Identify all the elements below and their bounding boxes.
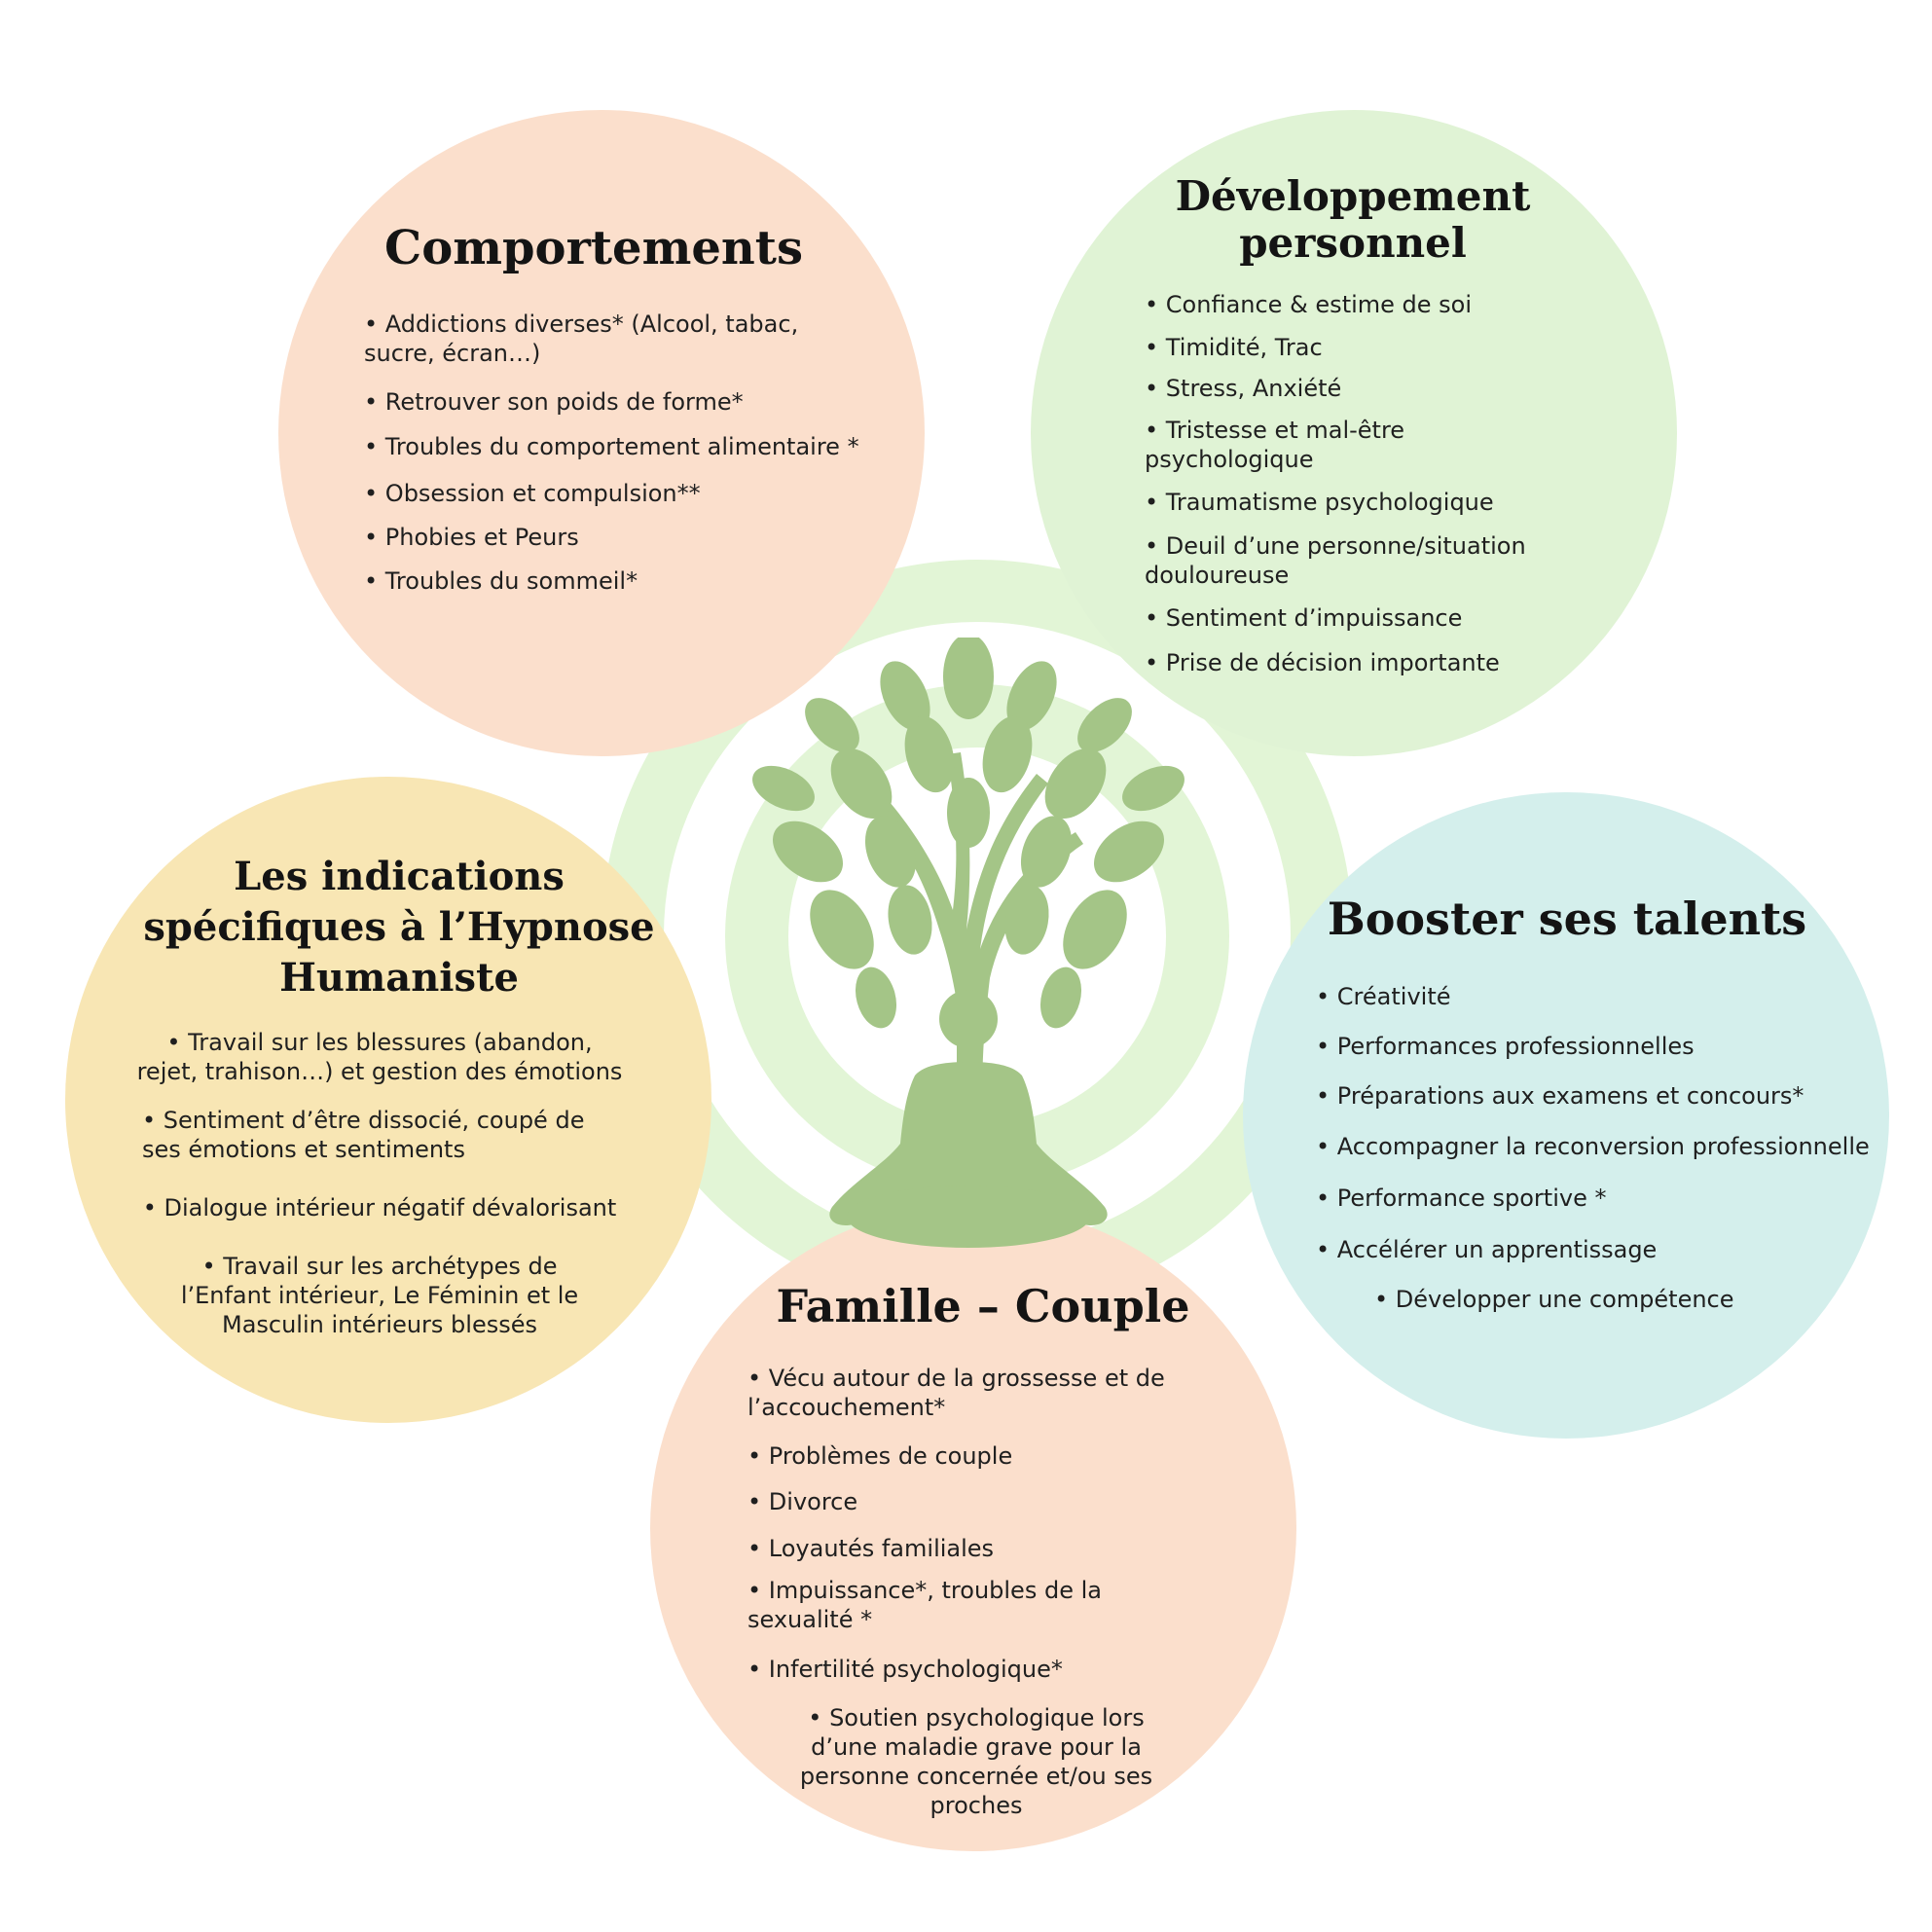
list-item: Retrouver son poids de forme* <box>364 387 870 417</box>
list-item: Dialogue intérieur négatif dévalorisant <box>136 1193 623 1222</box>
developpement-title-line2: personnel <box>1239 219 1467 268</box>
list-item: Sentiment d’être dissocié, coupé de ses … <box>136 1106 623 1164</box>
list-item: Troubles du sommeil* <box>364 566 870 596</box>
developpement-title-line1: Développement <box>1175 172 1531 220</box>
hypnose-list: Travail sur les blessures (abandon, reje… <box>136 1028 623 1339</box>
list-item: Performances professionnelles <box>1316 1032 1871 1061</box>
list-item: Deuil d’une personne/situation douloureu… <box>1145 531 1573 590</box>
tree-meditation-icon <box>752 638 1185 1248</box>
circle-talents <box>1243 792 1889 1439</box>
list-item: Obsession et compulsion** <box>364 479 870 508</box>
talents-title: Booster ses talents <box>1327 893 1807 945</box>
list-item: Divorce <box>747 1487 1215 1516</box>
talents-list: Créativité Performances professionnelles… <box>1316 982 1871 1314</box>
list-item: Vécu autour de la grossesse et de l’acco… <box>747 1364 1215 1422</box>
developpement-list: Confiance & estime de soi Timidité, Trac… <box>1145 290 1573 677</box>
famille-title: Famille – Couple <box>776 1280 1190 1332</box>
list-item: Timidité, Trac <box>1145 333 1573 362</box>
list-item: Soutien psychologique lors d’une maladie… <box>747 1703 1215 1820</box>
hypnose-title: Les indications spécifiques à l’Hypnose … <box>136 852 662 1003</box>
list-item: Impuissance*, troubles de la sexualité * <box>747 1576 1215 1634</box>
list-item: Tristesse et mal-être psychologique <box>1145 416 1573 474</box>
list-item: Développer une compétence <box>1316 1285 1871 1314</box>
hypnose-title-line2: spécifiques à l’Hypnose <box>143 904 655 950</box>
list-item: Accélérer un apprentissage <box>1316 1235 1871 1264</box>
list-item: Préparations aux examens et concours* <box>1316 1081 1871 1111</box>
comportements-title: Comportements <box>383 221 803 275</box>
list-item: Phobies et Peurs <box>364 523 870 552</box>
list-item: Problèmes de couple <box>747 1441 1215 1471</box>
list-item: Performance sportive * <box>1316 1184 1871 1213</box>
developpement-title: Développement personnel <box>1110 172 1596 268</box>
hypnose-title-line1: Les indications <box>234 854 565 899</box>
hypnose-title-line3: Humaniste <box>279 955 519 1001</box>
list-item: Créativité <box>1316 982 1871 1011</box>
list-item: Sentiment d’impuissance <box>1145 603 1573 633</box>
list-item: Stress, Anxiété <box>1145 374 1573 403</box>
list-item: Travail sur les archétypes de l’Enfant i… <box>136 1252 623 1339</box>
comportements-list: Addictions diverses* (Alcool, tabac, suc… <box>364 310 870 596</box>
list-item: Accompagner la reconversion professionne… <box>1316 1132 1871 1161</box>
list-item: Addictions diverses* (Alcool, tabac, suc… <box>364 310 870 368</box>
list-item: Travail sur les blessures (abandon, reje… <box>136 1028 623 1086</box>
list-item: Confiance & estime de soi <box>1145 290 1573 319</box>
list-item: Prise de décision importante <box>1145 648 1573 677</box>
famille-list: Vécu autour de la grossesse et de l’acco… <box>747 1364 1215 1820</box>
list-item: Traumatisme psychologique <box>1145 488 1573 517</box>
list-item: Troubles du comportement alimentaire * <box>364 432 870 461</box>
list-item: Loyautés familiales <box>747 1534 1215 1563</box>
list-item: Infertilité psychologique* <box>747 1655 1215 1684</box>
